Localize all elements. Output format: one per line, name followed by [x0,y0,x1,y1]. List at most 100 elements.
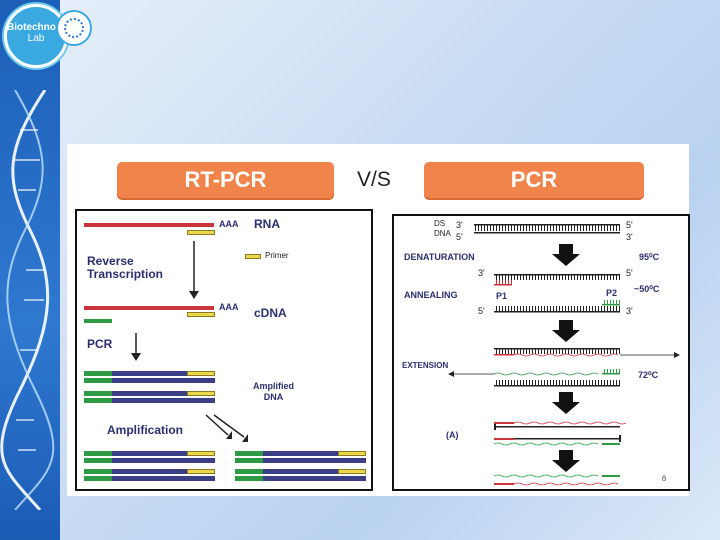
prod2-red-start [494,438,514,440]
arrow-right-icon [674,352,680,358]
split-arrows-icon [205,414,248,442]
temp-denaturation: 95⁰C [639,252,660,262]
grp-r1b-green [235,458,263,463]
primer-legend-swatch [245,254,261,259]
prod3-green-strand [493,474,599,478]
extension-label: EXTENSION [402,361,448,370]
grp-r1-navy [263,451,338,456]
rna-aaa-label: AAA [219,219,239,229]
p2-primer [602,304,620,306]
ext-p1 [494,354,514,356]
grp-r1-green [235,451,263,456]
grp-l2b-navy [112,476,215,481]
amp1b-navy [112,378,215,383]
cdna-rna-strand [84,306,214,310]
temp-extension: 72⁰C [638,370,659,380]
ext-green-new-strand [493,372,599,376]
arrow-down-icon [189,241,199,299]
amp2b-navy [112,398,215,403]
ext-top-bases [494,349,620,354]
denaturation-label: DENATURATION [404,252,475,262]
product-a-label: (A) [446,430,459,440]
university-seal-icon [56,10,92,46]
slide-content: RT-PCR V/S PCR AAA RNA Primer Reverse Tr… [67,144,690,496]
prod1-red-start [494,422,514,424]
cdna-primer-bar [187,312,215,317]
p1-label: P1 [496,291,507,301]
amp1-yellow [187,371,215,376]
grp-r2-green [235,469,263,474]
prod3-green-end [602,475,620,477]
prod3-red-start [494,483,514,485]
den-top-strand [494,274,620,276]
rna-label: RNA [254,217,280,231]
grp-l1-green [84,451,112,456]
grp-l1-navy [112,451,187,456]
cdna-aaa-label: AAA [219,302,239,312]
prod1-template [494,426,620,428]
temp-annealing: ~50⁰C [634,284,660,294]
grp-l2b-green [84,476,112,481]
grp-r1-yellow [338,451,366,456]
prod2-template [514,438,620,440]
grp-l1-yellow [187,451,215,456]
ds-right-3prime: 3' [626,232,633,242]
cdna-green-strand [84,319,112,323]
ann-3prime: 3' [626,306,633,316]
prod2-tick [619,435,621,442]
grp-l2-green [84,469,112,474]
prod1-red-strand [513,421,627,425]
arrow-down-icon [552,244,580,266]
den-5prime: 5' [626,268,633,278]
amplification-label: Amplification [107,423,184,437]
p1-primer [494,284,512,286]
ds-3prime: 3' [456,220,463,230]
annealing-label: ANNEALING [404,290,458,300]
den-top-bases [494,275,620,280]
p2-primer-bases [602,300,620,304]
grp-r2b-navy [263,476,366,481]
prod1-tick [494,424,496,430]
primer-bar [187,230,215,235]
amp1b-green [84,378,112,383]
ext-top-strand [494,348,620,350]
amp2-green [84,391,112,396]
pcr-banner: PCR [424,162,644,198]
ext-p2-bases [602,369,620,373]
ds-top-strand [474,224,620,226]
amp2-navy [112,391,187,396]
rt-pcr-panel: AAA RNA Primer Reverse Transcription AAA… [75,209,373,491]
grp-l1b-navy [112,458,215,463]
prod2-green-end [602,443,620,445]
ext-red-new-strand [513,353,619,357]
rt-pcr-banner: RT-PCR [117,162,334,198]
ds-5prime: 5' [456,232,463,242]
pcr-step-label: PCR [87,337,113,351]
rna-strand [84,223,214,227]
prod2-green-strand [493,442,599,446]
grp-r2b-green [235,476,263,481]
amplified-dna-label: Amplified DNA [253,381,295,402]
ds-base-pairs [474,225,620,231]
page-number: 8 [662,474,666,483]
ext-bottom-strand [494,385,620,387]
grp-l2-navy [112,469,187,474]
logo-line2: Lab [27,33,45,44]
ann-bottom-bases [494,306,620,311]
ds-bottom-strand [474,232,620,234]
logo-line1: Biotechnology [7,22,77,33]
sidebar-strip [0,0,60,540]
grp-l1b-green [84,458,112,463]
ann-5prime: 5' [478,306,485,316]
grp-r1b-navy [263,458,366,463]
ext-bottom-bases [494,380,620,385]
grp-r2-navy [263,469,338,474]
amp2b-green [84,398,112,403]
cdna-label: cDNA [254,306,287,320]
ext-p2 [602,373,620,375]
ann-bottom-strand [494,311,620,313]
ds-right-5prime: 5' [626,220,633,230]
